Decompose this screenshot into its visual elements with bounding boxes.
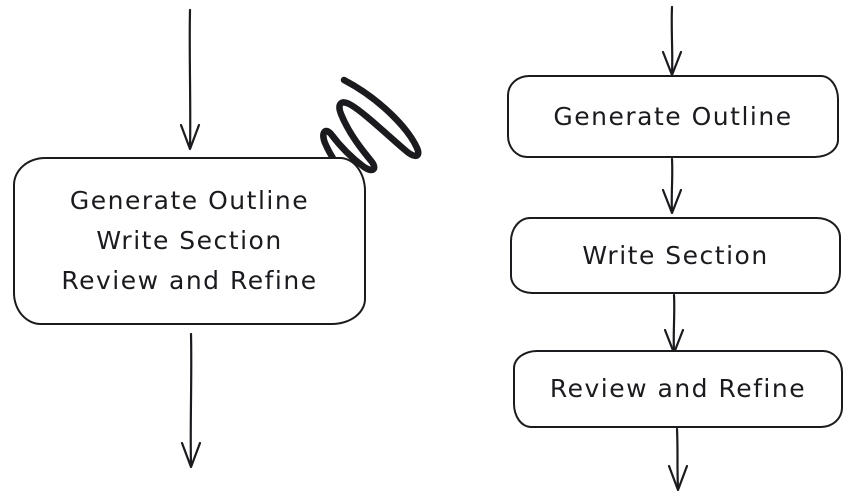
node-review-and-refine: Review and Refine <box>513 350 843 428</box>
node-generate-outline: Generate Outline <box>507 75 839 158</box>
node-line-generate-outline: Generate Outline <box>69 186 310 215</box>
arrow-right-1 <box>661 5 683 77</box>
arrow-left-bottom <box>180 332 202 469</box>
arrow-right-2 <box>661 157 683 215</box>
arrow-right-4 <box>667 427 689 492</box>
node-combined-steps: Generate Outline Write Section Review an… <box>13 157 366 325</box>
node-line-write-section: Write Section <box>96 226 283 255</box>
arrow-right-3 <box>663 293 685 355</box>
node-line-review-refine: Review and Refine <box>61 266 318 295</box>
node-label: Generate Outline <box>553 101 793 131</box>
node-write-section: Write Section <box>510 217 841 294</box>
node-label: Write Section <box>582 240 769 270</box>
node-label: Review and Refine <box>549 374 807 403</box>
arrow-left-top <box>179 8 201 151</box>
